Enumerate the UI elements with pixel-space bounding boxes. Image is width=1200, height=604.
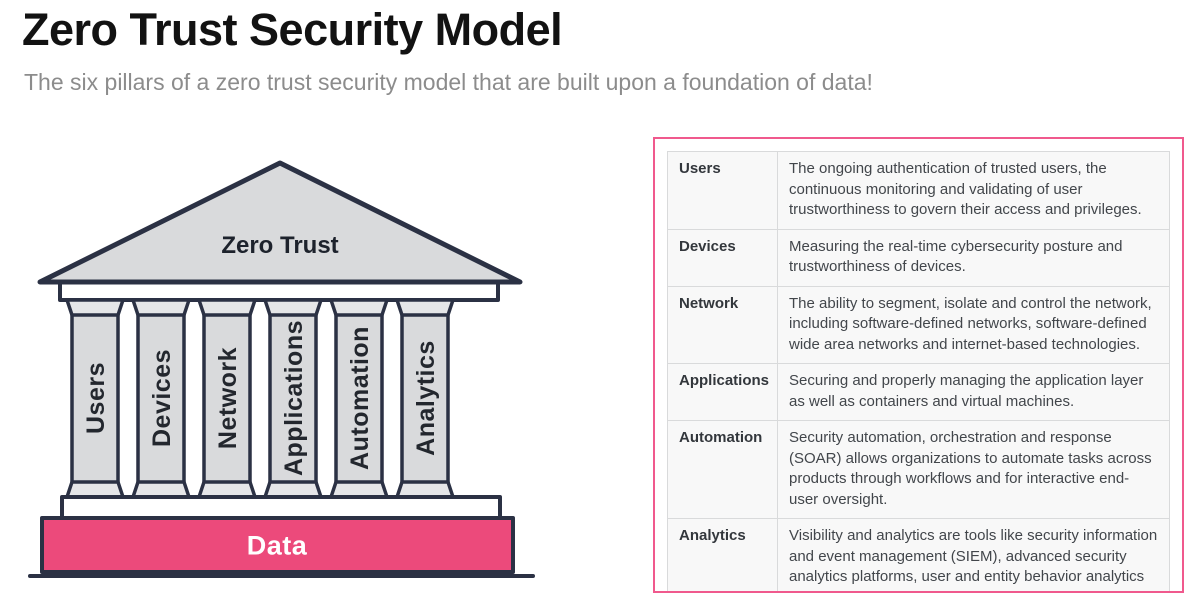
temple-roof [37,160,523,285]
pillar-base [131,480,191,499]
table-row-analytics: Analytics Visibility and analytics are t… [667,518,1170,591]
pillar-label-users: Users [82,362,110,434]
pillar-description-cell: The ability to segment, isolate and cont… [777,285,1170,364]
pillar-name-cell: Devices [667,228,778,287]
page-subtitle: The six pillars of a zero trust security… [24,69,873,95]
temple-entablature [58,280,500,302]
pillar-base [197,480,257,499]
pillar-base [395,480,455,499]
pillar-name-cell: Automation [667,420,778,519]
pillar-name-cell: Network [667,285,778,364]
table-row-users: Users The ongoing authentication of trus… [667,151,1170,230]
foundation-label: Data [247,530,308,560]
pillar-description-cell: The ongoing authentication of trusted us… [777,151,1170,230]
pillar-description-cell: Visibility and analytics are tools like … [777,518,1170,591]
pillar-table: Users The ongoing authentication of trus… [667,151,1170,591]
table-row-devices: Devices Measuring the real-time cybersec… [667,228,1170,287]
table-row-applications: Applications Securing and properly manag… [667,363,1170,421]
temple-diagram: Zero Trust Users Devices Network App [28,160,535,578]
pillar-table-card: Users The ongoing authentication of trus… [653,137,1184,593]
pillar-name-cell: Analytics [667,518,778,591]
pillar-capital [65,298,125,317]
pillar-capital [329,298,389,317]
pillar-base [65,480,125,499]
data-foundation [40,516,515,574]
pillar-description-cell: Securing and properly managing the appli… [777,363,1170,421]
pillar-name-cell: Applications [667,363,778,421]
pillar-label-automation: Automation [346,326,374,470]
pillar-analytics: Analytics [395,298,455,499]
table-row-automation: Automation Security automation, orchestr… [667,420,1170,519]
pillar-users: Users [65,298,125,499]
roof-label: Zero Trust [221,232,338,259]
pillar-devices: Devices [131,298,191,499]
pillar-capital [131,298,191,317]
page-title: Zero Trust Security Model [22,4,563,55]
pillar-network: Network [197,298,257,499]
pillar-base [263,480,323,499]
pillar-shaft [400,311,450,486]
pillar-label-devices: Devices [148,349,176,447]
pillar-label-network: Network [214,347,242,449]
pillar-name-cell: Users [667,151,778,230]
pillar-label-applications: Applications [280,320,308,476]
pillar-label-analytics: Analytics [412,340,440,456]
temple-stylobate [60,495,502,520]
pillar-base [329,480,389,499]
pillar-description-cell: Measuring the real-time cybersecurity po… [777,228,1170,287]
pillar-capital [395,298,455,317]
table-row-network: Network The ability to segment, isolate … [667,285,1170,364]
pillar-description-cell: Security automation, orchestration and r… [777,420,1170,519]
pillar-applications: Applications [263,298,323,499]
pillar-automation: Automation [329,298,389,499]
pillar-capital [263,298,323,317]
pillar-capital [197,298,257,317]
pillar-shaft [268,311,318,486]
